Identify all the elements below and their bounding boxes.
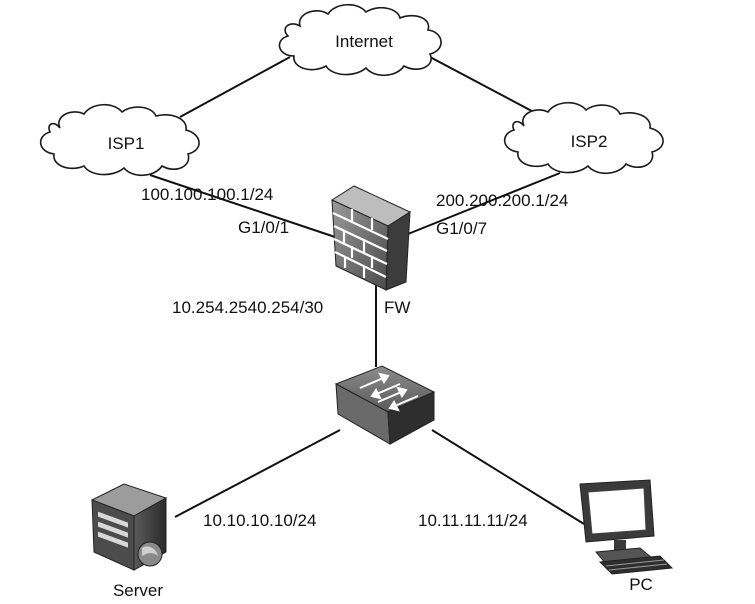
link-isp1-fw — [149, 174, 339, 239]
isp2-label: ISP2 — [571, 132, 608, 151]
isp1-fw-address-label: 100.100.100.1/24 — [141, 185, 273, 204]
isp1-label: ISP1 — [108, 134, 145, 153]
pc-icon: PC — [579, 479, 674, 594]
server-label: Server — [113, 581, 163, 600]
isp2-cloud: ISP2 — [503, 101, 664, 175]
pc-label: PC — [629, 575, 653, 594]
link-internet-isp1 — [179, 56, 291, 118]
firewall-icon: FW — [330, 185, 412, 317]
link-switch-server — [174, 429, 341, 518]
isp2-fw-interface-label: G1/0/7 — [436, 219, 487, 238]
link-isp2-fw — [397, 172, 561, 239]
internet-label: Internet — [335, 32, 393, 51]
isp2-fw-address-label: 200.200.200.1/24 — [436, 191, 568, 210]
links — [149, 56, 585, 525]
internet-cloud: Internet — [278, 3, 442, 77]
server-icon: Server — [90, 483, 168, 600]
switch-icon — [334, 365, 436, 445]
firewall-label: FW — [384, 298, 410, 317]
switch-pc-address-label: 10.11.11.11/24 — [418, 511, 528, 530]
isp1-fw-interface-label: G1/0/1 — [238, 218, 289, 237]
link-internet-isp2 — [429, 56, 546, 119]
fw-switch-address-label: 10.254.2540.254/30 — [172, 298, 323, 317]
isp1-cloud: ISP1 — [39, 103, 200, 177]
link-switch-pc — [431, 429, 585, 525]
switch-server-address-label: 10.10.10.10/24 — [203, 511, 316, 530]
